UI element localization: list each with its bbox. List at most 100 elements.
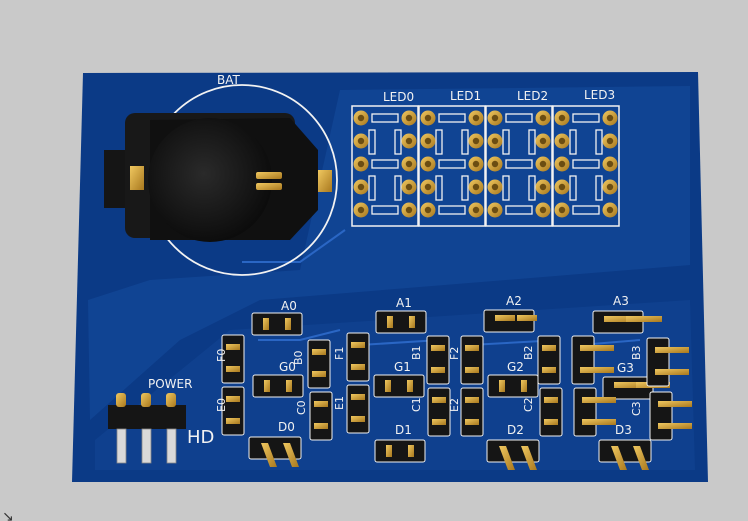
header-d2 [486,439,540,470]
header-pin [580,345,614,351]
label-e2: E2 [448,398,461,412]
label-e0: E0 [215,398,228,412]
header-outline [252,374,304,398]
header-pin [226,366,240,372]
header-a1 [375,310,427,334]
header-a2 [483,309,537,333]
header-pin [226,396,240,402]
header-a0 [251,312,303,336]
header-pin [387,316,393,328]
header-outline [427,387,451,437]
led-pad-hole [424,114,432,122]
header-pin [432,397,446,403]
header-outline [539,387,563,437]
segment-top [505,113,533,123]
segment-bot [371,205,399,215]
header-pin [226,344,240,350]
header-pin [314,423,328,429]
header-f3 [571,335,614,385]
header-outline [426,335,450,385]
led-outline [485,105,553,227]
led-pad-hole [424,137,432,145]
segment-bot [438,205,466,215]
led-pad-hole [558,160,566,168]
header-body [374,375,424,397]
pin-headers [221,309,692,470]
header-pin [283,443,299,467]
segment-ul [502,129,510,155]
header-outline [307,339,331,389]
label-f0: F0 [215,349,228,362]
led2-label: LED2 [517,89,548,103]
label-d3: D3 [615,423,632,437]
segment-ur [461,129,469,155]
header-outline [646,337,670,387]
header-outline [374,439,426,463]
header-e0 [221,386,245,436]
header-c0 [309,391,333,441]
header-body [650,392,672,440]
header-outline [346,384,370,434]
led-pad-hole [424,206,432,214]
header-pin [544,397,558,403]
header-pin [658,423,692,429]
led-pad-hole [405,137,413,145]
led-pad-hole [357,160,365,168]
header-body [253,375,303,397]
header-pin [286,380,292,392]
header-a3 [592,310,662,334]
header-pin [544,419,558,425]
led-pad-hole [472,114,480,122]
label-d1: D1 [395,423,412,437]
segment-lr [394,175,402,201]
header-pin [465,397,479,403]
header-pin [499,380,505,392]
segment-mid [505,159,533,169]
header-c1 [427,387,451,437]
led-pad-hole [405,114,413,122]
header-pin [499,446,515,470]
battery-holder: BAT [104,73,338,276]
led-pad-hole [491,183,499,191]
segment-lr [528,175,536,201]
header-body [347,333,369,381]
segment-lr [595,175,603,201]
label-d0: D0 [278,420,295,434]
header-pin [351,416,365,422]
header-body [252,313,302,335]
header-outline [251,312,303,336]
segment-bot [505,205,533,215]
label-b1: B1 [410,345,423,360]
header-pin [314,401,328,407]
header-pin [408,445,414,457]
label-f1: F1 [333,347,346,360]
label-g1: G1 [394,360,411,374]
header-c2 [539,387,563,437]
header-pin [386,445,392,457]
header-pin [431,345,445,351]
header-body [310,392,332,440]
segment-ur [528,129,536,155]
header-g1 [373,374,425,398]
header-pin [465,345,479,351]
led-pad-hole [357,206,365,214]
led3-label: LED3 [584,88,615,102]
header-body [647,338,669,386]
header-pin [285,318,291,330]
header-outline [375,310,427,334]
header-pin [655,347,689,353]
header-pin [582,397,616,403]
header-pin [226,418,240,424]
header-body [461,388,483,436]
header-pin [495,315,515,321]
header-body [488,375,538,397]
led-pad-hole [491,160,499,168]
led-pad-hole [472,183,480,191]
led-pad-hole [405,206,413,214]
label-a3: A3 [613,294,629,308]
led-pad-hole [606,206,614,214]
header-c3 [649,391,692,441]
segment-mid [371,159,399,169]
led-pad-hole [357,183,365,191]
segment-ul [569,129,577,155]
